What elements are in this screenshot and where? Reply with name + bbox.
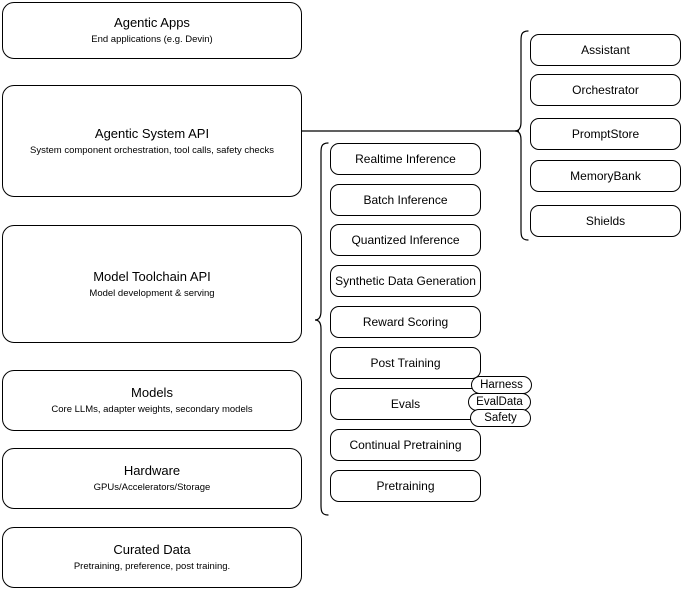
- component-label: Orchestrator: [572, 83, 639, 97]
- capability-label: Continual Pretraining: [349, 438, 462, 452]
- capability-pretraining[interactable]: Pretraining: [330, 470, 481, 502]
- layer-subtitle: System component orchestration, tool cal…: [30, 144, 274, 156]
- layer-title: Curated Data: [113, 542, 191, 557]
- component-label: Shields: [585, 214, 626, 228]
- component-shields[interactable]: Shields: [530, 205, 681, 237]
- capability-realtime-inference[interactable]: Realtime Inference: [330, 143, 481, 175]
- layer-agentic-apps[interactable]: Agentic Apps End applications (e.g. Devi…: [2, 2, 302, 59]
- capability-quantized-inference[interactable]: Quantized Inference: [330, 224, 481, 256]
- layer-title: Hardware: [123, 463, 181, 478]
- layer-model-toolchain-api[interactable]: Model Toolchain API Model development & …: [2, 225, 302, 343]
- capability-label: Reward Scoring: [362, 315, 449, 329]
- layer-subtitle: Model development & serving: [89, 287, 215, 299]
- layer-models[interactable]: Models Core LLMs, adapter weights, secon…: [2, 370, 302, 431]
- component-label: PromptStore: [571, 127, 640, 141]
- layer-title: Model Toolchain API: [93, 268, 211, 284]
- layer-subtitle: Core LLMs, adapter weights, secondary mo…: [51, 404, 253, 415]
- layer-title: Agentic System API: [94, 125, 210, 141]
- capability-post-training[interactable]: Post Training: [330, 347, 481, 379]
- component-label: Assistant: [581, 43, 630, 57]
- capability-evals[interactable]: Evals: [330, 388, 481, 420]
- badge-harness[interactable]: Harness: [471, 376, 532, 394]
- capability-label: Realtime Inference: [355, 152, 456, 166]
- component-assistant[interactable]: Assistant: [530, 34, 681, 66]
- layer-subtitle: GPUs/Accelerators/Storage: [93, 482, 211, 493]
- layer-agentic-system-api[interactable]: Agentic System API System component orch…: [2, 85, 302, 197]
- layer-curated-data[interactable]: Curated Data Pretraining, preference, po…: [2, 527, 302, 588]
- layer-subtitle: End applications (e.g. Devin): [91, 34, 213, 45]
- capability-label: Post Training: [370, 356, 441, 370]
- capability-batch-inference[interactable]: Batch Inference: [330, 184, 481, 216]
- badge-safety[interactable]: Safety: [470, 409, 531, 427]
- capability-reward-scoring[interactable]: Reward Scoring: [330, 306, 481, 338]
- capability-label: Evals: [390, 397, 421, 411]
- capability-label: Quantized Inference: [351, 233, 460, 247]
- layer-hardware[interactable]: Hardware GPUs/Accelerators/Storage: [2, 448, 302, 509]
- capability-label: Pretraining: [376, 479, 435, 493]
- component-label: MemoryBank: [570, 169, 641, 183]
- capability-label: Batch Inference: [363, 193, 448, 207]
- capability-label: Synthetic Data Generation: [335, 274, 476, 288]
- component-promptstore[interactable]: PromptStore: [530, 118, 681, 150]
- layer-title: Agentic Apps: [114, 15, 190, 30]
- capability-synthetic-data-generation[interactable]: Synthetic Data Generation: [330, 265, 481, 297]
- component-memorybank[interactable]: MemoryBank: [530, 160, 681, 192]
- badge-label: Harness: [480, 379, 523, 391]
- layer-subtitle: Pretraining, preference, post training.: [73, 561, 231, 572]
- layer-title: Models: [131, 385, 173, 400]
- badge-label: EvalData: [476, 396, 523, 408]
- component-orchestrator[interactable]: Orchestrator: [530, 74, 681, 106]
- capability-continual-pretraining[interactable]: Continual Pretraining: [330, 429, 481, 461]
- badge-label: Safety: [484, 412, 517, 424]
